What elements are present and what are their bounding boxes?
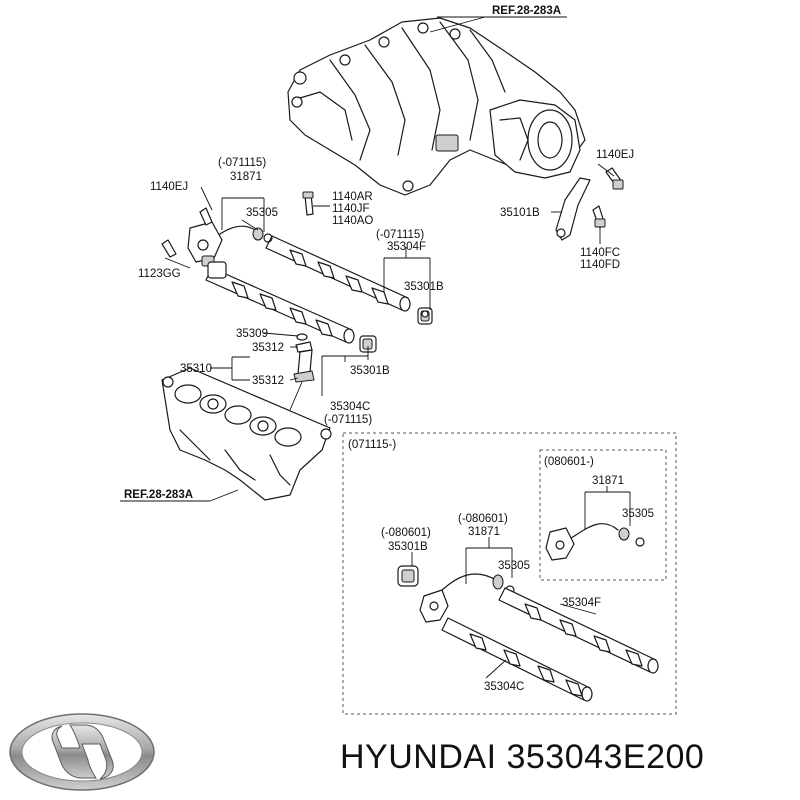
label-35305-box: 35305	[622, 508, 654, 520]
label-1123gg: 1123GG	[138, 268, 181, 280]
brand-caption: HYUNDAI 353043E200	[340, 738, 705, 776]
label-35305-a: 35305	[246, 207, 278, 219]
label-1140ao: 1140AO	[332, 215, 373, 227]
variant-box-080601	[539, 449, 667, 581]
leader-lines	[120, 16, 631, 679]
bracket-35101b	[555, 177, 591, 241]
fuel-rail-35304f-upper	[265, 235, 411, 312]
intake-manifold	[287, 17, 586, 196]
label-ref-bottom: REF.28-283A	[124, 489, 193, 501]
label-35312-b: 35312	[252, 375, 284, 387]
fuel-pipe-31871-lower	[419, 573, 515, 623]
label-35304f-a: 35304F	[387, 241, 426, 253]
label-35301b-c: 35301B	[388, 541, 428, 553]
fuel-rail-35304c-upper	[205, 267, 355, 344]
label-071115-box: (071115-)	[348, 439, 396, 451]
label-35301b-b: 35301B	[350, 365, 390, 377]
variant-box-071115	[342, 432, 677, 715]
label-35304f-b: 35304F	[562, 597, 601, 609]
pressure-regulator-35301b-b	[359, 335, 377, 353]
pressure-regulator-35301b-a	[417, 307, 433, 325]
label-1140fd: 1140FD	[580, 259, 620, 271]
label-080601-b: (-080601)	[458, 513, 508, 525]
label-31871-box: 31871	[592, 475, 624, 487]
pressure-regulator-35301b-box	[397, 565, 419, 587]
label-071115-c: (-071115)	[324, 414, 372, 426]
bolt-1140ej-left	[199, 207, 213, 226]
bolt-1140fc	[592, 205, 606, 228]
label-071115-b: (-071115)	[376, 229, 424, 241]
bolt-1140ar	[302, 191, 314, 216]
fuel-pipe-31871-box	[545, 523, 645, 561]
label-31871-b: 31871	[468, 526, 500, 538]
lower-intake-manifold	[161, 367, 332, 501]
label-35309: 35309	[236, 328, 268, 340]
callout-labels: REF.28-283A 1140EJ (-071115) 31871 35305…	[124, 5, 654, 693]
fuel-injector-35310	[289, 333, 315, 411]
label-080601-box: (080601-)	[544, 456, 594, 468]
label-071115-a: (-071115)	[218, 157, 266, 169]
label-35301b-a: 35301B	[404, 281, 444, 293]
label-1140ar: 1140AR	[332, 191, 373, 203]
label-ref-top: REF.28-283A	[492, 5, 561, 17]
hyundai-logo	[9, 713, 155, 791]
label-31871-a: 31871	[230, 171, 262, 183]
label-080601-a: (-080601)	[381, 527, 431, 539]
label-35305-b: 35305	[498, 560, 530, 572]
bolt-1123gg	[161, 239, 227, 279]
label-35101b: 35101B	[500, 207, 540, 219]
bolt-1140ej-right	[605, 167, 624, 190]
fuel-pipe-31871-upper	[187, 221, 273, 263]
label-35304c-b: 35304C	[484, 681, 524, 693]
fuel-rail-35304c-box	[441, 617, 593, 702]
label-35310: 35310	[180, 363, 212, 375]
fuel-rail-35304f-box	[498, 587, 659, 674]
label-35304c-a: 35304C	[330, 401, 370, 413]
label-1140ej-right: 1140EJ	[596, 149, 634, 161]
label-1140ej-left: 1140EJ	[150, 181, 188, 193]
label-35312-a: 35312	[252, 342, 284, 354]
label-1140jf: 1140JF	[332, 203, 370, 215]
label-1140fc: 1140FC	[580, 247, 620, 259]
